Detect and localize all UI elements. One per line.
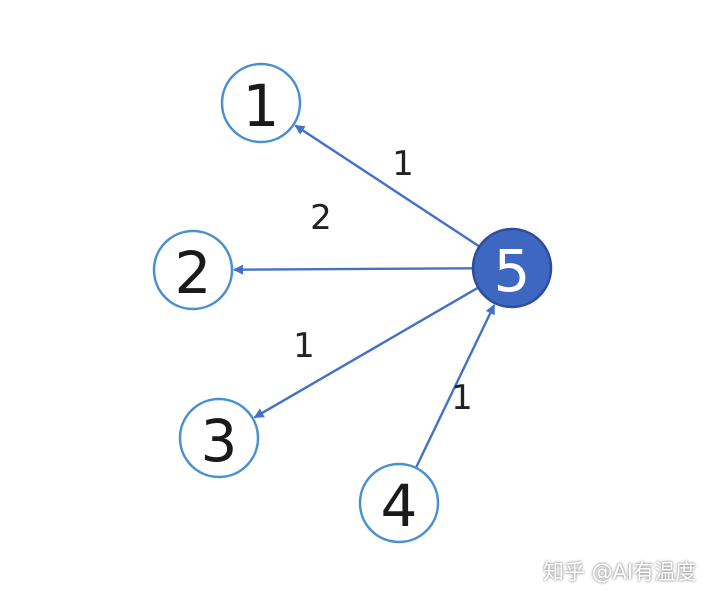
edge-weight-5-2: 2 bbox=[310, 198, 332, 238]
node-1-label: 1 bbox=[243, 72, 280, 140]
zhihu-watermark: 知乎 @AI有温度 bbox=[543, 560, 697, 584]
edge-weight-4-5: 1 bbox=[451, 378, 473, 418]
node-4-label: 4 bbox=[381, 472, 418, 540]
edge-weight-5-1: 1 bbox=[392, 144, 414, 184]
node-1: 1 bbox=[220, 62, 302, 144]
node-3: 3 bbox=[178, 397, 260, 479]
node-3-label: 3 bbox=[201, 407, 238, 475]
node-2-circle bbox=[152, 229, 234, 311]
node-2: 2 bbox=[152, 229, 234, 311]
edge-4-to-5 bbox=[415, 304, 496, 468]
edge-weight-5-3: 1 bbox=[293, 326, 315, 366]
node-5: 5 bbox=[471, 227, 553, 309]
nodes-layer: 1 2 3 4 5 bbox=[152, 62, 553, 544]
edge-labels-layer: 1 2 1 1 bbox=[293, 144, 473, 418]
node-5-circle bbox=[471, 227, 553, 309]
node-3-circle bbox=[178, 397, 260, 479]
node-4-circle bbox=[358, 462, 440, 544]
node-1-circle bbox=[220, 62, 302, 144]
edge-5-to-3 bbox=[253, 287, 479, 419]
edges-layer bbox=[232, 124, 496, 468]
node-2-label: 2 bbox=[175, 239, 212, 307]
node-4: 4 bbox=[358, 462, 440, 544]
edge-5-to-1 bbox=[294, 124, 480, 248]
edge-5-to-2 bbox=[232, 264, 473, 275]
node-5-label: 5 bbox=[494, 237, 531, 305]
